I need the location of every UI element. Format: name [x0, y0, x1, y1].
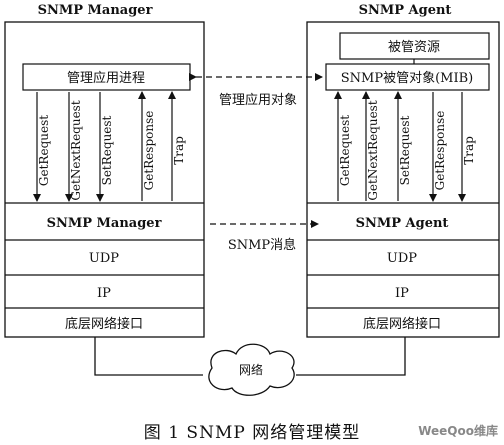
agent-layer-udp: UDP [387, 251, 417, 266]
agent-operation-arrows: GetRequest GetNextRequest SetRequest GetRes… [334, 91, 476, 202]
figure-caption: 图 1 SNMP 网络管理模型 [143, 423, 361, 443]
agent-layer-stack: SNMP Agent UDP IP 底层网络接口 [307, 202, 499, 332]
manager-layer-interface: 底层网络接口 [65, 316, 143, 332]
agent-layer-ip: IP [395, 286, 409, 301]
agent-title: SNMP Agent [359, 3, 452, 18]
manager-process-box [22, 63, 191, 91]
manager-op-label-trap: Trap [172, 136, 186, 165]
manager-layer-stack: SNMP Manager UDP IP 底层网络接口 [5, 202, 204, 332]
manager-layer-udp: UDP [89, 251, 119, 266]
manager-process-label: 管理应用进程 [67, 70, 145, 86]
manager-layer-snmp: SNMP Manager [47, 216, 162, 231]
agent-box [306, 21, 500, 338]
manager-op-label-getrequest: GetRequest [37, 115, 51, 186]
agent-op-label-getnextrequest: GetNextRequest [366, 100, 380, 201]
agent-op-label-getrequest: GetRequest [338, 115, 352, 186]
network-connection-line [94, 337, 406, 376]
manager-title: SNMP Manager [38, 3, 153, 18]
agent-layer-interface: 底层网络接口 [363, 316, 441, 332]
agent-mib-label: SNMP被管对象(MIB) [341, 71, 473, 86]
manager-box [4, 21, 205, 338]
manager-op-label-setrequest: SetRequest [100, 115, 114, 185]
agent-op-label-getresponse: GetResponse [433, 111, 447, 191]
agent-op-label-trap: Trap [462, 136, 476, 165]
manager-operation-arrows: GetRequest GetNextRequest SetRequest GetRes… [33, 91, 186, 202]
snmp-message-label: SNMP消息 [228, 237, 296, 253]
watermark-logo: WeeQoo维库 [418, 424, 498, 438]
network-cloud-icon [208, 343, 295, 396]
manager-op-label-getnextrequest: GetNextRequest [69, 100, 83, 201]
agent-mib-box [325, 63, 490, 91]
agent-layer-snmp: SNMP Agent [356, 216, 449, 231]
application-object-label: 管理应用对象 [219, 92, 297, 108]
manager-layer-ip: IP [97, 286, 111, 301]
agent-resource-label: 被管资源 [388, 40, 440, 55]
manager-op-label-getresponse: GetResponse [142, 111, 156, 191]
network-label: 网络 [239, 362, 263, 377]
agent-op-label-setrequest: SetRequest [398, 115, 412, 185]
